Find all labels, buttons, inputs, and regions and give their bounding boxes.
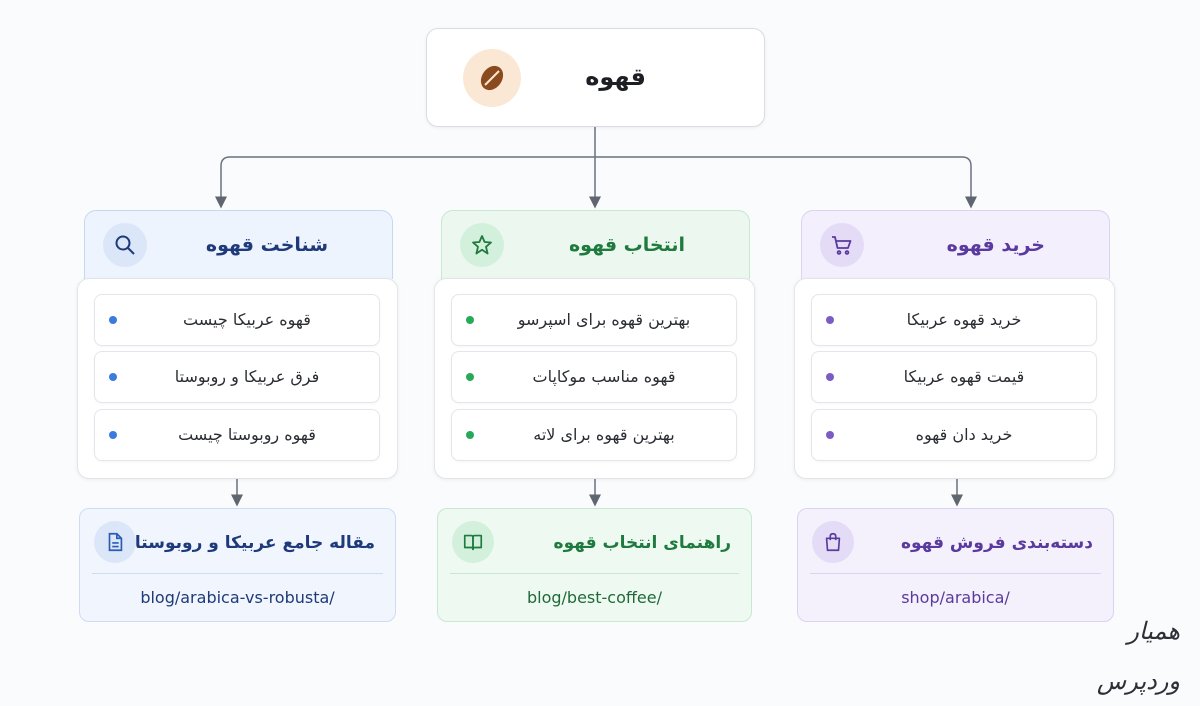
category-items-buy: خرید قهوه عربیکا قیمت قهوه عربیکا خرید د… [794,278,1115,479]
list-item-label: قهوه روبوستا چیست [178,425,316,444]
bullet-dot [466,431,474,439]
list-item[interactable]: بهترین قهوه برای اسپرسو [451,294,737,346]
page-card-learn[interactable]: مقاله جامع عربیکا و روبوستا blog/arabica… [79,508,396,622]
list-item[interactable]: خرید دان قهوه [811,409,1097,461]
bullet-dot [466,316,474,324]
list-item[interactable]: فرق عربیکا و روبوستا [94,351,380,403]
star-icon [460,223,504,267]
document-icon [94,521,136,563]
page-url[interactable]: blog/best-coffee/ [526,588,662,607]
list-item[interactable]: خرید قهوه عربیکا [811,294,1097,346]
list-item-label: قهوه مناسب موکاپات [532,367,676,386]
shopping-bag-icon [812,521,854,563]
page-url[interactable]: blog/arabica-vs-robusta/ [140,588,335,607]
divider [92,573,383,574]
category-header-learn: شناخت قهوه [84,210,393,279]
category-items-learn: قهوه عربیکا چیست فرق عربیکا و روبوستا قه… [77,278,398,479]
page-title: دسته‌بندی فروش قهوه [900,533,1093,553]
list-item[interactable]: قهوه عربیکا چیست [94,294,380,346]
list-item[interactable]: قهوه مناسب موکاپات [451,351,737,403]
bullet-dot [109,316,117,324]
category-header-buy: خرید قهوه [801,210,1110,279]
page-url[interactable]: shop/arabica/ [901,588,1010,607]
cart-icon [820,223,864,267]
list-item-label: قهوه عربیکا چیست [183,310,311,329]
bullet-dot [109,431,117,439]
category-title: خرید قهوه [946,234,1045,256]
category-title: انتخاب قهوه [568,234,685,256]
list-item-label: قیمت قهوه عربیکا [903,367,1025,386]
page-card-buy[interactable]: دسته‌بندی فروش قهوه shop/arabica/ [797,508,1114,622]
bullet-dot [826,373,834,381]
list-item[interactable]: قهوه روبوستا چیست [94,409,380,461]
divider [450,573,739,574]
coffee-bean-icon [463,49,521,107]
list-item-label: خرید قهوه عربیکا [906,310,1022,329]
list-item-label: بهترین قهوه برای اسپرسو [517,310,691,329]
divider [810,573,1101,574]
search-icon [103,223,147,267]
category-title: شناخت قهوه [205,234,328,256]
list-item-label: بهترین قهوه برای لاته [533,425,675,444]
page-title: راهنمای انتخاب قهوه [553,533,731,553]
bullet-dot [466,373,474,381]
list-item-label: فرق عربیکا و روبوستا [174,367,320,386]
list-item-label: خرید دان قهوه [915,425,1013,444]
category-header-choose: انتخاب قهوه [441,210,750,279]
bullet-dot [826,431,834,439]
root-node: قهوه [426,28,765,127]
page-card-choose[interactable]: راهنمای انتخاب قهوه blog/best-coffee/ [437,508,752,622]
bullet-dot [109,373,117,381]
category-items-choose: بهترین قهوه برای اسپرسو قهوه مناسب موکاپ… [434,278,755,479]
brand-logo: همیار وردپرس [1096,617,1180,695]
book-icon [452,521,494,563]
bullet-dot [826,316,834,324]
list-item[interactable]: قیمت قهوه عربیکا [811,351,1097,403]
root-title: قهوه [585,63,646,91]
page-title: مقاله جامع عربیکا و روبوستا [134,533,375,553]
list-item[interactable]: بهترین قهوه برای لاته [451,409,737,461]
